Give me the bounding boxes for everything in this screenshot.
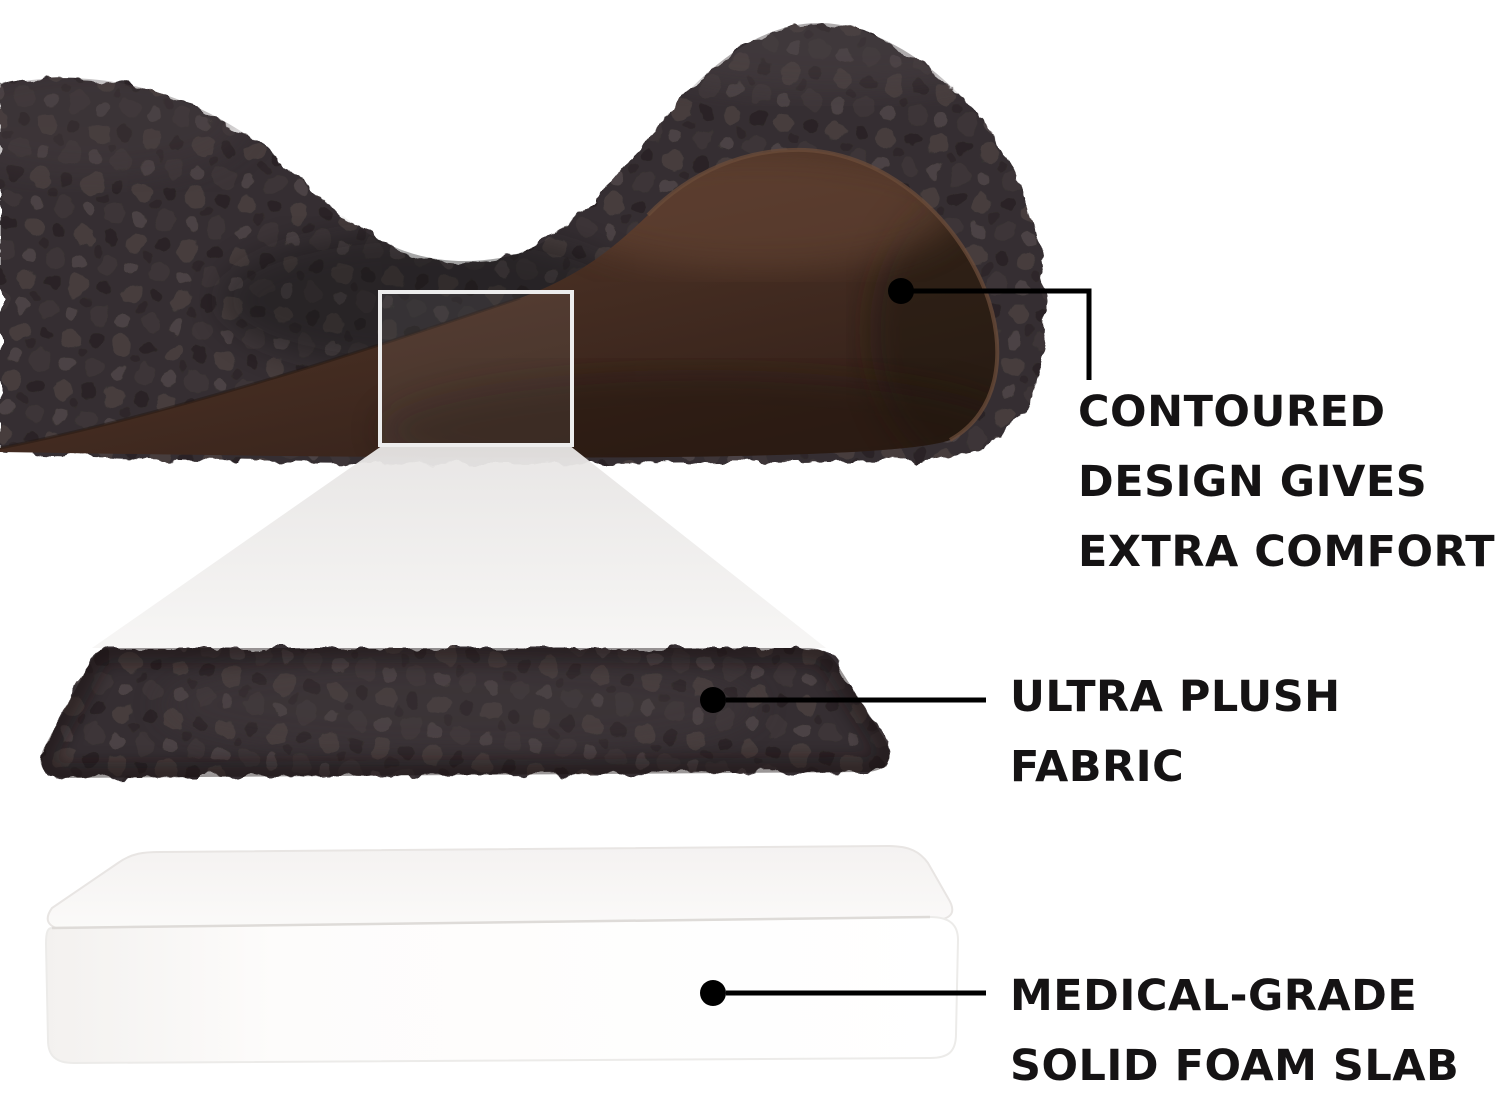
- callout-line-text: CONTOURED: [1078, 387, 1386, 437]
- plush-fabric-swatch: [40, 648, 890, 778]
- zoom-highlight-square: [378, 290, 574, 447]
- callout-text-foam: MEDICAL-GRADE SOLID FOAM SLAB: [1010, 961, 1459, 1101]
- callout-text-contoured: CONTOURED DESIGN GIVES EXTRA COMFORT: [1078, 377, 1495, 587]
- bed-piping-seam: [646, 147, 1000, 442]
- callout-line-text: ULTRA PLUSH: [1010, 672, 1341, 722]
- callout-dot-contoured: [888, 278, 914, 304]
- fabric-swatch-highlight: [160, 655, 760, 755]
- callout-line-text: MEDICAL-GRADE: [1010, 971, 1418, 1021]
- callout-markers: [700, 278, 1092, 1006]
- foam-slab-edge-line: [51, 915, 931, 930]
- callout-line-text: DESIGN GIVES: [1078, 457, 1428, 507]
- foam-slab: [44, 844, 960, 1065]
- bed-fabric-seam: [0, 296, 521, 450]
- callout-line-text: SOLID FOAM SLAB: [1010, 1041, 1460, 1091]
- fabric-swatch-edge-shading: [40, 648, 890, 778]
- callout-dot-plush: [700, 687, 726, 713]
- suede-bottom-shadow: [380, 370, 998, 458]
- callout-line-text: FABRIC: [1010, 742, 1185, 792]
- callout-text-plush: ULTRA PLUSH FABRIC: [1010, 662, 1341, 802]
- foam-slab-front-face: [44, 915, 960, 1065]
- callout-line-text: EXTRA COMFORT: [1078, 527, 1496, 577]
- zoom-cone: [92, 445, 826, 648]
- callout-line-contoured: [913, 288, 1092, 380]
- callout-dot-foam: [700, 980, 726, 1006]
- fur-headrest-highlight: [610, 23, 1046, 95]
